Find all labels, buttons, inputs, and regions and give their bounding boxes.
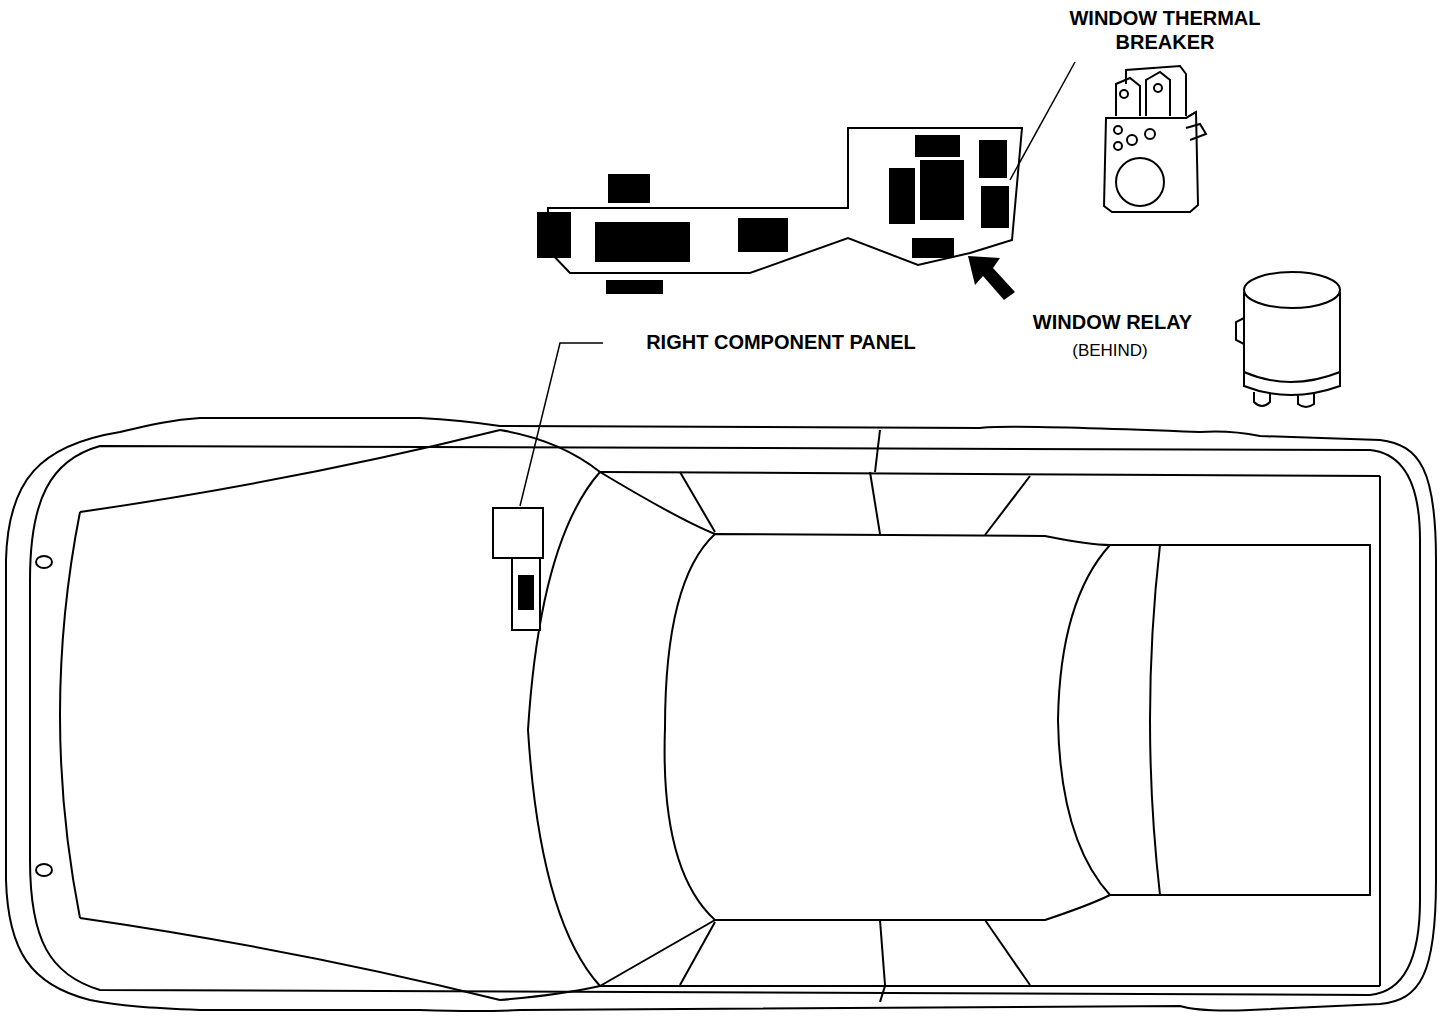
- car-outline: [6, 418, 1436, 1011]
- leader-line: [1010, 62, 1075, 180]
- part-label: RIGHT COMPONENT PANEL: [606, 330, 956, 354]
- component-panel: [537, 128, 1022, 300]
- leader-line: [520, 343, 603, 506]
- relay-icon: [1236, 272, 1340, 407]
- part-label: WINDOW THERMAL BREAKER: [1045, 6, 1285, 54]
- thermal-breaker-icon: [1104, 66, 1206, 212]
- part-label: WINDOW RELAY: [1000, 310, 1225, 334]
- location-note: (BEHIND): [1040, 341, 1180, 361]
